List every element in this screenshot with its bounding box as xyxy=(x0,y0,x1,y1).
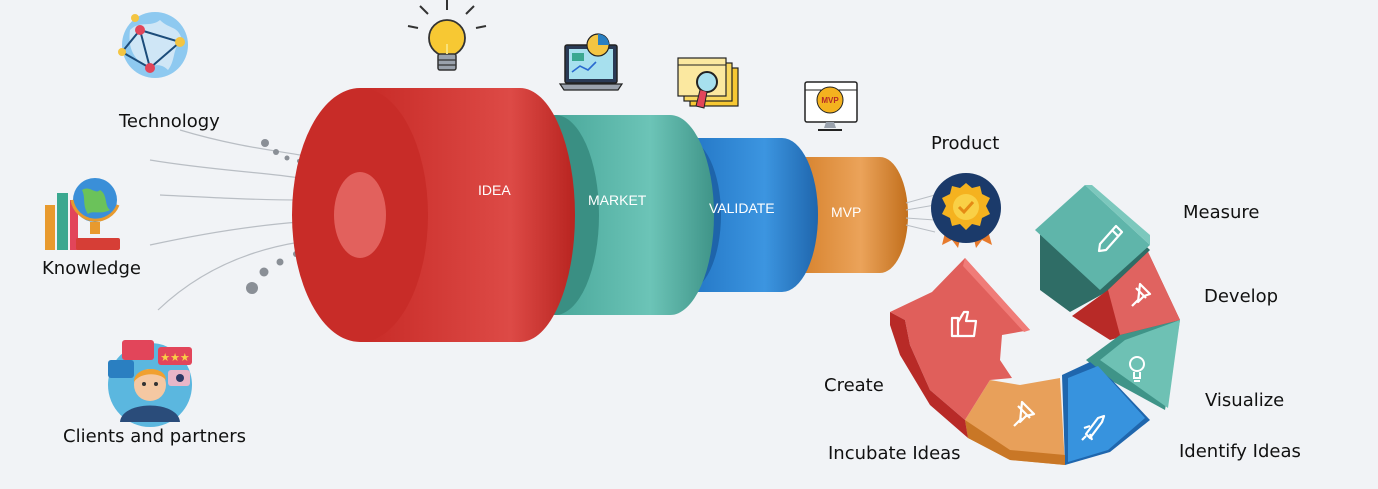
cycle-measure-segment xyxy=(1035,185,1150,312)
label-product: Product xyxy=(931,133,1000,154)
cycle-develop-segment xyxy=(1072,252,1180,340)
award-badge-icon xyxy=(931,173,1001,248)
pencil-icon xyxy=(1097,224,1124,253)
thumbs-up-icon xyxy=(950,310,978,338)
books-globe-icon xyxy=(45,178,120,250)
search-document-icon xyxy=(677,57,739,109)
input-lines xyxy=(149,129,301,311)
bulb-icon xyxy=(1129,356,1145,382)
label-clients-partners: Clients and partners xyxy=(63,426,246,447)
label-technology: Technology xyxy=(119,111,220,132)
label-idea: IDEA xyxy=(478,182,511,198)
label-develop: Develop xyxy=(1204,286,1279,307)
pin-icon xyxy=(1013,400,1036,427)
label-identify-ideas: Identify Ideas xyxy=(1179,441,1301,462)
mvp-monitor-icon: MVP xyxy=(804,81,858,131)
label-market: MARKET xyxy=(588,192,647,208)
label-measure: Measure xyxy=(1183,202,1260,223)
cycle-incubate-segment xyxy=(965,378,1065,465)
stage-idea xyxy=(292,88,575,342)
label-validate: VALIDATE xyxy=(709,200,775,216)
analytics-laptop-icon xyxy=(558,33,624,91)
svg-text:★★★: ★★★ xyxy=(160,351,190,364)
label-knowledge: Knowledge xyxy=(42,258,141,279)
label-visualize: Visualize xyxy=(1205,390,1285,411)
lightbulb-icon xyxy=(407,0,487,71)
label-create: Create xyxy=(824,375,884,396)
mvp-badge-text: MVP xyxy=(821,96,839,105)
cycle-diagram xyxy=(890,185,1180,465)
clients-feedback-icon: ★★★ xyxy=(108,340,192,427)
rocket-icon xyxy=(1081,414,1106,441)
label-incubate-ideas: Incubate Ideas xyxy=(828,443,961,464)
label-mvp: MVP xyxy=(831,204,862,220)
product-lines xyxy=(905,194,936,233)
develop-pin-icon xyxy=(1131,282,1152,307)
globe-network-icon xyxy=(118,12,188,78)
cycle-visualize-segment xyxy=(1086,320,1180,410)
cycle-create-segment xyxy=(890,258,1030,438)
